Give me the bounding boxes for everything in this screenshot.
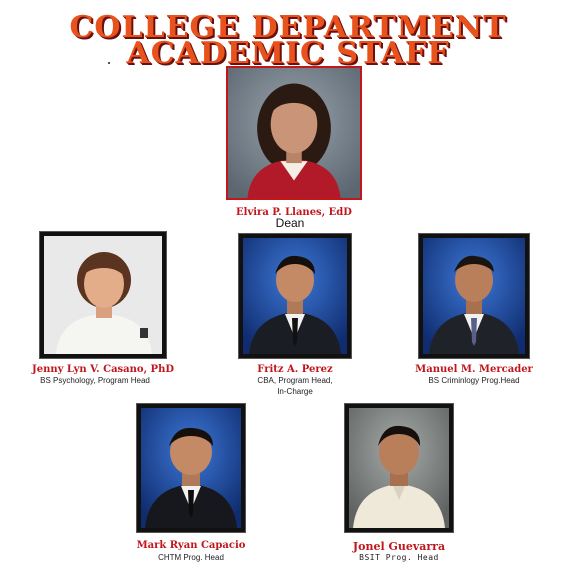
staff-role-mercader: BS Criminlogy Prog.Head xyxy=(428,376,520,385)
dean-name: Elvira P. Llanes, EdD xyxy=(236,207,352,218)
staff-photo-perez xyxy=(238,233,352,359)
page-title-line2: ACADEMIC STAFF xyxy=(126,36,450,71)
staff-name-mercader: Manuel M. Mercader xyxy=(415,364,533,375)
staff-role-casano: BS Psychology, Program Head xyxy=(40,376,150,385)
staff-name-guevarra: Jonel Guevarra xyxy=(352,540,446,553)
dean-photo xyxy=(226,66,362,200)
staff-photo-casano xyxy=(39,231,167,359)
staff-name-perez: Fritz A. Perez xyxy=(257,364,333,375)
page-title-line1: COLLEGE DEPARTMENT xyxy=(69,10,507,45)
staff-role-perez-line2: In-Charge xyxy=(277,387,313,396)
staff-role-perez-line1: CBA, Program Head, xyxy=(257,376,333,385)
dean-role: Dean xyxy=(275,216,305,230)
staff-role-guevarra: BSIT Prog. Head xyxy=(359,553,439,562)
staff-photo-capacio xyxy=(136,403,246,533)
stray-dot xyxy=(108,62,110,64)
staff-name-capacio: Mark Ryan Capacio xyxy=(136,540,246,551)
staff-name-casano: Jenny Lyn V. Casano, PhD xyxy=(31,364,175,375)
staff-role-capacio: CHTM Prog. Head xyxy=(158,553,224,562)
staff-photo-mercader xyxy=(418,233,530,359)
staff-photo-guevarra xyxy=(344,403,454,533)
